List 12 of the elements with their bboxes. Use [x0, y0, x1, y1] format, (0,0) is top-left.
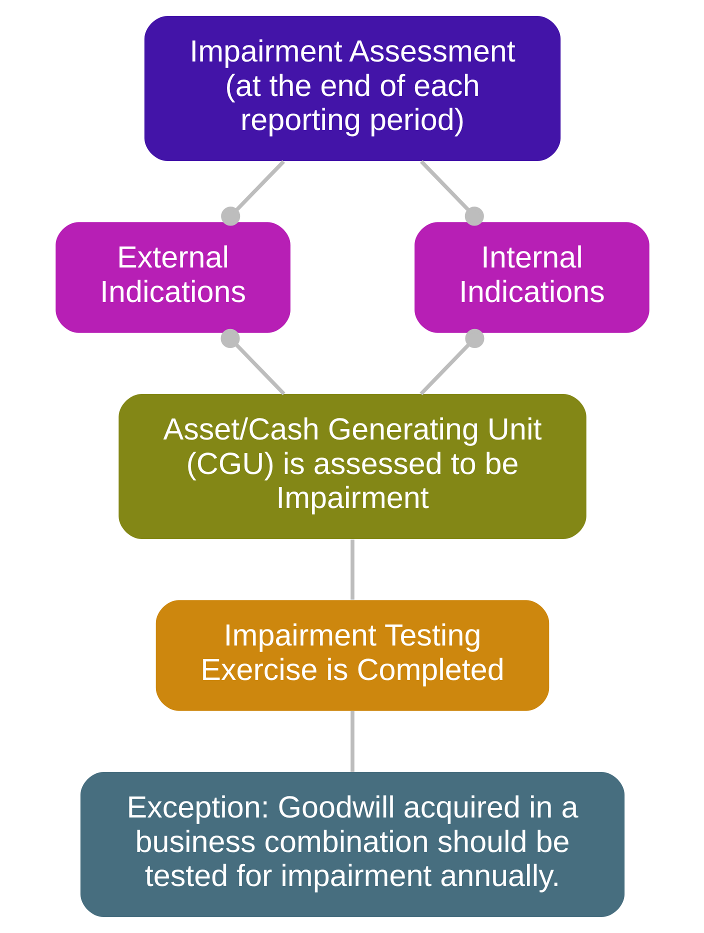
node-box: Asset/Cash Generating Unit (CGU) is assessed to be Impairment [118, 394, 586, 540]
node-box: External Indications [55, 222, 290, 333]
connector [419, 328, 484, 396]
node-box: Exception: Goodwill acquired in a business combination should be tested for impairment annually. [80, 772, 624, 918]
connector [220, 160, 284, 226]
connector [350, 710, 354, 772]
node-box: Internal Indications [414, 222, 649, 333]
connector [220, 328, 285, 396]
node-box: Impairment Testing Exercise is Completed [155, 600, 549, 711]
connector [350, 539, 354, 600]
connector [420, 160, 484, 226]
node-box: Impairment Assessment (at the end of each reporting period) [144, 16, 560, 162]
